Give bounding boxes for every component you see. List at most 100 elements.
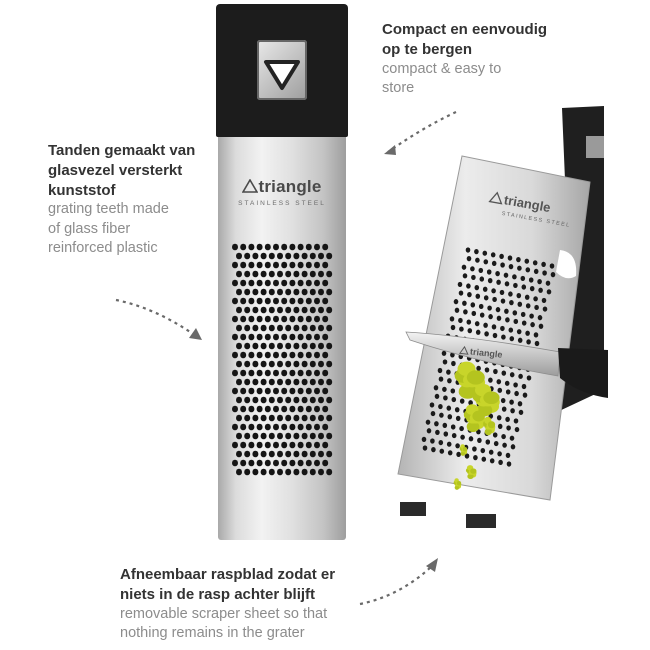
grating-hole: [483, 322, 488, 328]
grating-hole: [297, 279, 304, 287]
grating-hole: [509, 372, 515, 378]
grating-hole: [318, 432, 324, 440]
grating-hole: [236, 324, 242, 332]
grating-hole: [496, 315, 502, 321]
grating-hole: [318, 396, 324, 404]
grating-hole: [232, 369, 238, 377]
grating-hole: [514, 426, 520, 433]
grating-hole: [260, 324, 267, 332]
zest-piece: [458, 384, 477, 399]
grating-hole: [264, 333, 271, 341]
grating-hole: [273, 279, 279, 287]
grating-hole: [501, 334, 506, 340]
grating-hole: [252, 432, 259, 440]
zest-piece: [456, 480, 462, 486]
stand-window: [586, 136, 604, 158]
grating-hole: [256, 441, 263, 449]
grating-hole: [426, 428, 432, 434]
grating-hole: [281, 333, 288, 341]
grating-hole: [264, 459, 271, 467]
grating-hole: [549, 263, 555, 269]
grating-hole: [509, 399, 514, 405]
grating-hole: [289, 423, 296, 431]
grating-hole: [480, 447, 486, 454]
callout-teeth-title-line-1: Tanden gemaakt van: [48, 142, 196, 159]
grating-hole: [326, 306, 333, 314]
grating-hole: [504, 380, 510, 386]
grating-hole: [244, 468, 251, 476]
grating-hole: [508, 291, 513, 297]
grating-hole: [438, 439, 444, 446]
grating-hole: [273, 243, 279, 251]
grating-hole: [297, 459, 304, 467]
grating-hole: [236, 468, 242, 476]
grating-hole: [517, 401, 523, 407]
grating-hole: [506, 461, 512, 467]
grating-hole: [510, 444, 516, 450]
grating-hole: [516, 293, 522, 299]
grating-hole: [491, 260, 497, 267]
grating-hole: [514, 390, 519, 397]
dotted-arrow-icon: [384, 111, 457, 155]
grating-hole: [450, 388, 456, 394]
grating-hole: [446, 405, 452, 411]
grating-hole: [248, 279, 255, 287]
grating-hole: [322, 279, 329, 287]
grating-hole: [486, 269, 492, 275]
grating-hole: [293, 432, 300, 440]
grating-hole: [268, 468, 275, 476]
callout-storage-title-line-2: op te bergen: [382, 40, 473, 58]
grating-hole: [301, 288, 308, 296]
grating-hole: [516, 329, 522, 335]
grating-hole: [512, 310, 518, 316]
grating-hole: [459, 425, 464, 432]
grating-hole: [546, 289, 552, 295]
grating-hole: [309, 252, 316, 260]
grating-hole: [446, 441, 452, 447]
grating-hole: [236, 252, 242, 260]
grating-hole: [505, 452, 511, 458]
grating-hole: [477, 437, 482, 443]
grating-hole: [285, 288, 292, 296]
grating-hole: [442, 422, 448, 428]
grating-hole: [260, 288, 267, 296]
grating-hole: [439, 448, 445, 454]
grating-hole: [264, 369, 271, 377]
grating-hole: [236, 342, 242, 350]
grating-hole: [281, 243, 288, 251]
grating-hole: [289, 243, 296, 251]
grating-hole: [256, 261, 263, 269]
grating-hole: [293, 468, 300, 476]
callout-blade-title-line-1: Afneembaar raspblad zodat er: [120, 566, 336, 583]
grating-hole: [466, 319, 472, 325]
grating-hole: [277, 270, 283, 278]
grating-hole: [491, 288, 496, 294]
grating-hole: [497, 451, 502, 457]
grating-hole: [326, 432, 333, 440]
grating-hole: [542, 306, 548, 312]
grating-hole: [244, 252, 251, 260]
grating-hole: [240, 405, 247, 413]
grating-hole: [301, 378, 308, 386]
grating-hole: [289, 441, 296, 449]
grating-hole: [264, 387, 271, 395]
grating-hole: [268, 270, 275, 278]
grating-hole: [232, 261, 238, 269]
grating-hole: [472, 446, 477, 452]
grating-hole: [285, 252, 292, 260]
grating-hole: [252, 324, 259, 332]
grating-hole: [277, 450, 283, 458]
grating-hole: [273, 369, 279, 377]
grating-hole: [326, 468, 333, 476]
grating-hole: [297, 297, 304, 305]
grating-hole: [285, 270, 292, 278]
brand-logo: triangle: [218, 177, 346, 197]
grating-hole: [260, 450, 267, 458]
grating-hole: [541, 261, 546, 267]
grating-hole: [504, 308, 509, 314]
grating-hole: [475, 329, 481, 335]
grating-hole: [484, 367, 490, 373]
grating-hole: [236, 432, 242, 440]
grating-hole: [252, 342, 259, 350]
grating-hole: [301, 414, 308, 422]
